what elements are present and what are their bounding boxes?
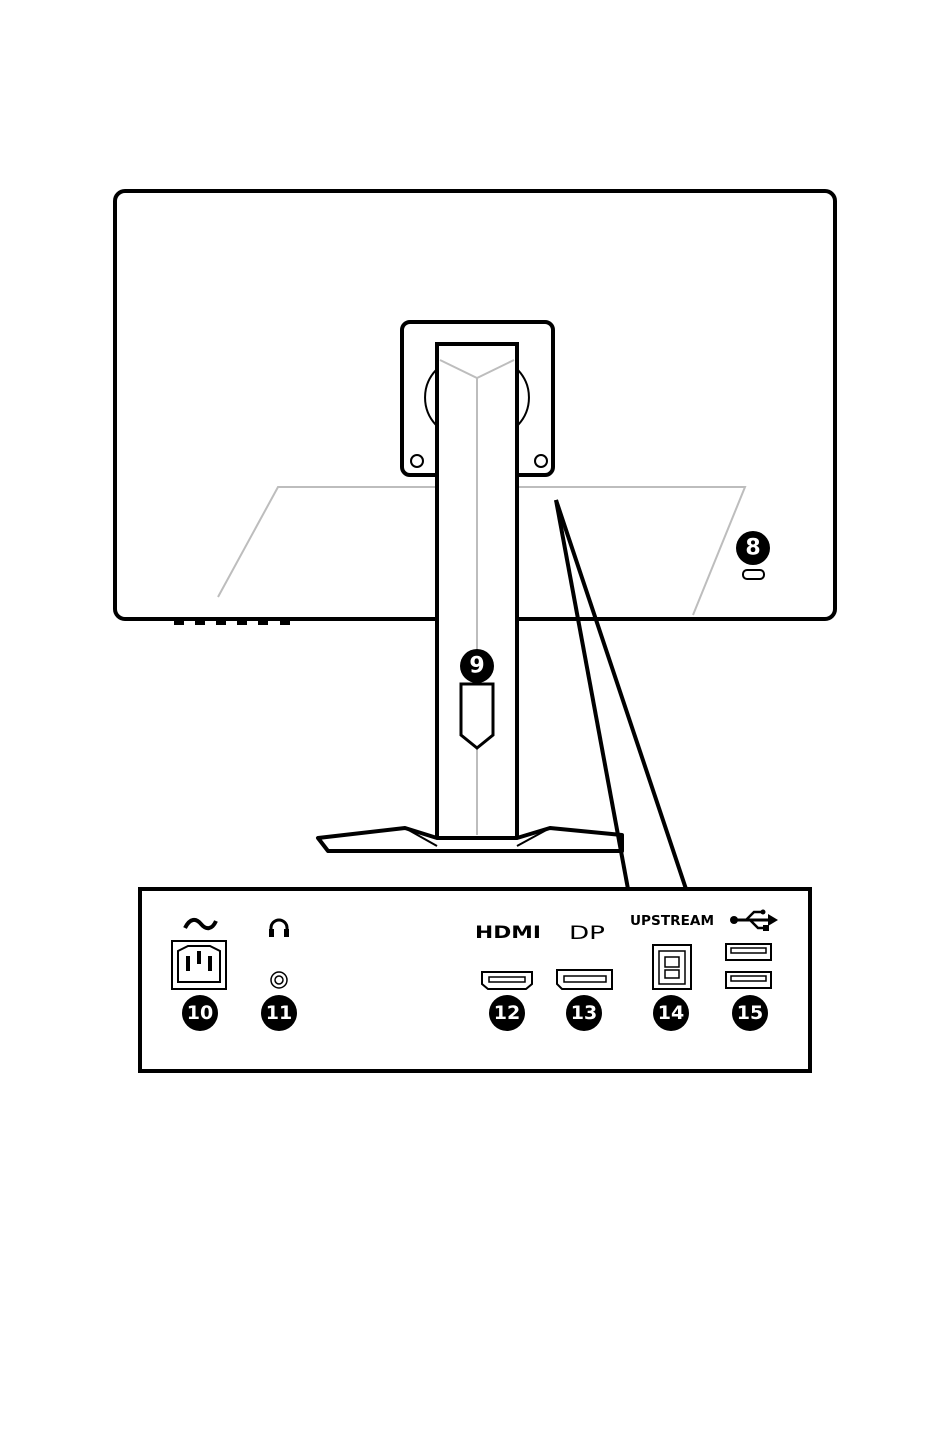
callout-badge-11: 11 — [261, 995, 297, 1031]
callout-number: 11 — [266, 1002, 292, 1024]
headphone-icon-cup — [284, 929, 289, 937]
usb-b-port-tongue — [665, 970, 679, 978]
callout-number: 8 — [745, 536, 760, 561]
power-pin — [197, 951, 201, 964]
callout-number: 14 — [658, 1002, 684, 1024]
dp-label: DP — [569, 922, 605, 944]
control-button — [174, 619, 184, 625]
control-button — [237, 619, 247, 625]
upstream-label: UPSTREAM — [630, 914, 714, 929]
usb-b-port-tongue — [665, 957, 679, 967]
callout-badge-10: 10 — [182, 995, 218, 1031]
hdmi-port-inner — [489, 977, 525, 982]
control-button — [216, 619, 226, 625]
control-button — [258, 619, 268, 625]
callout-badge-9: 9 — [460, 649, 494, 683]
control-button — [195, 619, 205, 625]
mount-screw — [411, 455, 423, 467]
callout-badge-12: 12 — [489, 995, 525, 1031]
callout-number: 10 — [187, 1002, 213, 1024]
headphone-icon-cup — [269, 929, 274, 937]
callout-badge-13: 13 — [566, 995, 602, 1031]
power-pin — [208, 956, 212, 971]
usb-a-port-inner — [731, 948, 766, 953]
callout-badge-15: 15 — [732, 995, 768, 1031]
cable-clip — [461, 684, 493, 748]
usb-a-port-inner — [731, 976, 766, 981]
mount-screw — [535, 455, 547, 467]
kensington-lock-slot — [743, 570, 764, 579]
callout-number: 12 — [494, 1002, 520, 1024]
callout-number: 9 — [469, 654, 484, 679]
callout-badge-8: 8 — [736, 531, 770, 565]
control-button — [280, 619, 290, 625]
callout-number: 13 — [571, 1002, 597, 1024]
callout-number: 15 — [737, 1002, 763, 1024]
power-pin — [186, 956, 190, 971]
hdmi-label: HDMI — [475, 923, 541, 943]
callout-badge-14: 14 — [653, 995, 689, 1031]
displayport-port-inner — [564, 976, 606, 982]
headphone-jack-inner — [275, 976, 283, 984]
